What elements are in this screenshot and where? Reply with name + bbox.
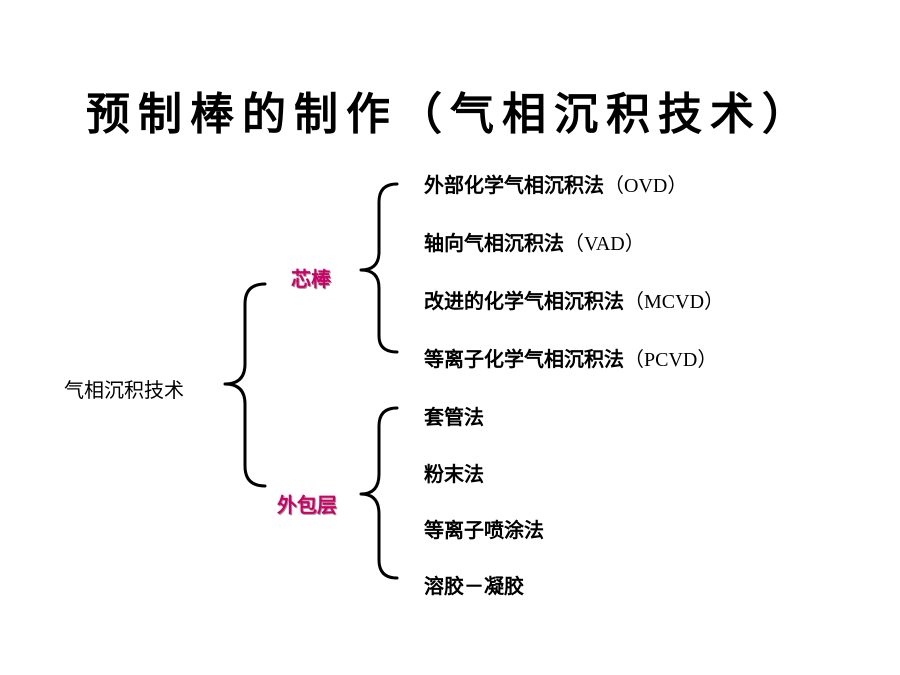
method-name: 等离子化学气相沉积法: [424, 347, 624, 371]
method-ovd: 外部化学气相沉积法（OVD）: [424, 169, 687, 198]
method-name: 等离子喷涂法: [424, 518, 544, 542]
method-name: 改进的化学气相沉积法: [424, 289, 624, 313]
method-abbr: （PCVD）: [624, 349, 718, 371]
method-name: 轴向气相沉积法: [424, 231, 564, 255]
method-abbr: （OVD）: [604, 175, 688, 197]
method-powder: 粉末法: [424, 458, 484, 487]
method-pcvd: 等离子化学气相沉积法（PCVD）: [424, 343, 717, 372]
method-name: 溶胶－凝胶: [424, 574, 524, 598]
method-plasma-spray: 等离子喷涂法: [424, 514, 544, 543]
method-rod-in-tube: 套管法: [424, 401, 484, 430]
root-brace: [223, 282, 267, 488]
core-brace: [359, 182, 399, 354]
method-vad: 轴向气相沉积法（VAD）: [424, 227, 645, 256]
slide-title: 预制棒的制作（气相沉积技术）: [86, 89, 814, 140]
method-name: 套管法: [424, 405, 484, 429]
method-abbr: （VAD）: [564, 233, 645, 255]
method-mcvd: 改进的化学气相沉积法（MCVD）: [424, 285, 724, 314]
branch-label-outer-cladding: 外包层: [277, 493, 337, 517]
method-abbr: （MCVD）: [624, 291, 725, 313]
root-node-label: 气相沉积技术: [64, 378, 184, 402]
branch-label-core-rod: 芯棒: [291, 267, 331, 291]
method-sol-gel: 溶胶－凝胶: [424, 570, 524, 599]
method-name: 外部化学气相沉积法: [424, 173, 604, 197]
cladding-brace: [359, 406, 399, 580]
method-name: 粉末法: [424, 462, 484, 486]
